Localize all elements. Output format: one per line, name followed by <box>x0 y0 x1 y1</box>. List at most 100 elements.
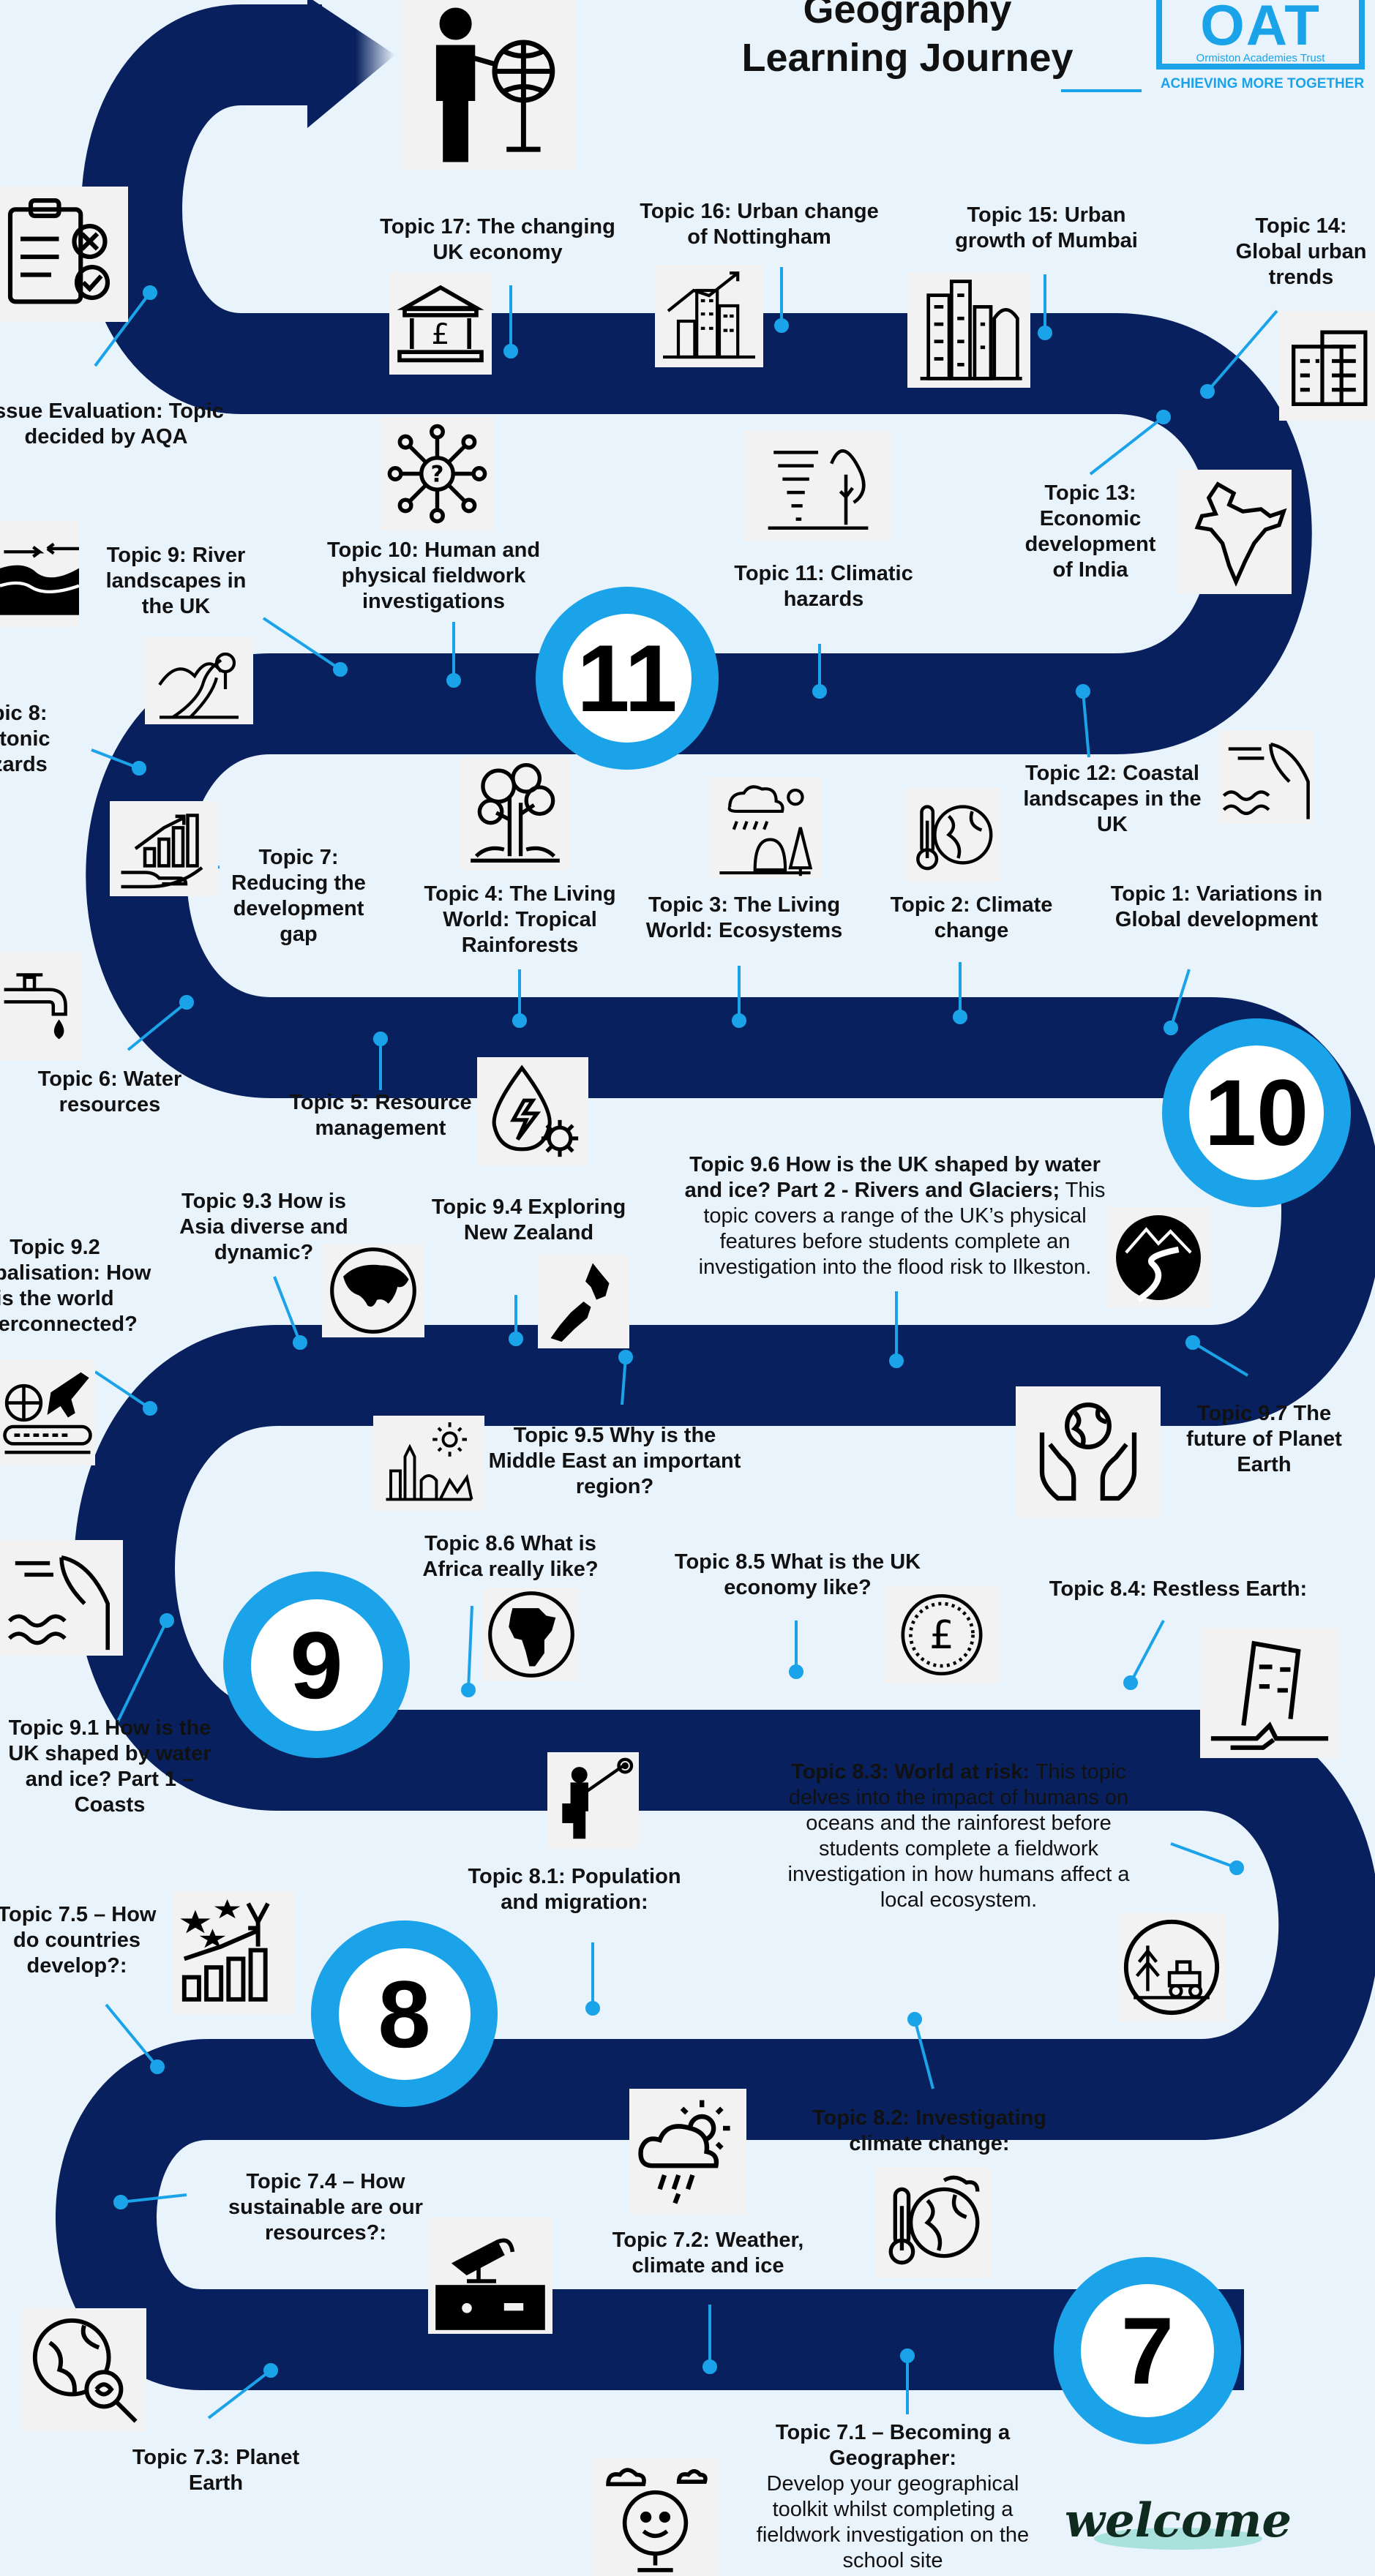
topic-8-3-title: Topic 8.3: World at risk: <box>791 1760 1030 1784</box>
topic-4-label: Topic 4: The Living World: Tropical Rain… <box>424 882 616 957</box>
title-line-1: Geography <box>803 0 1012 31</box>
logo-tagline: ACHIEVING MORE TOGETHER <box>1160 76 1365 91</box>
year-marker-label: 9 <box>250 1599 383 1731</box>
issue-evaluation-label: Issue Evaluation: Topic decided by AQA <box>0 399 224 448</box>
year-marker-9: 9 <box>223 1571 410 1758</box>
year-marker-label: 8 <box>338 1948 471 2080</box>
topic-9-4-label: Topic 9.4 Exploring New Zealand <box>431 1195 626 1244</box>
travel-globe-icon <box>0 1359 95 1465</box>
topic-9-2-label: Topic 9.2 Globalisation: How is the worl… <box>0 1236 151 1336</box>
topic-9-7-label: Topic 9.7 The future of Planet Earth <box>1186 1402 1342 1476</box>
bank-pound-icon: £ <box>389 272 492 375</box>
logo-subtitle: Ormiston Academies Trust <box>1196 52 1325 64</box>
globe-thermometer-icon <box>874 2167 992 2278</box>
year-marker-10: 10 <box>1162 1018 1351 1207</box>
oat-logo: OAT Ormiston Academies Trust <box>1156 0 1365 70</box>
topic-9-6-title: Topic 9.6 How is the UK shaped by water … <box>684 1153 1101 1202</box>
topic-16-label: Topic 16: Urban change of Nottingham <box>640 200 879 249</box>
globe-explorer-icon <box>591 2458 719 2576</box>
africa-map-icon <box>483 1588 580 1681</box>
topic-8-3-label: Topic 8.3: World at risk: This topic del… <box>776 1760 1142 1913</box>
mountain-road-icon <box>1107 1207 1210 1308</box>
india-map-icon <box>1178 470 1292 594</box>
topic-8-1-label: Topic 8.1: Population and migration: <box>468 1865 681 1914</box>
tap-icon <box>0 951 82 1061</box>
growth-hand-icon <box>110 801 218 896</box>
year-marker-11: 11 <box>536 587 719 770</box>
topic-8-6-label: Topic 8.6 What is Africa really like? <box>422 1532 599 1581</box>
globe-thermometer-icon <box>906 788 1001 882</box>
topic-7-5-label: Topic 7.5 – How do countries develop?: <box>0 1903 157 1978</box>
svg-text:?: ? <box>431 461 444 487</box>
topic-7-3-label: Topic 7.3: Planet Earth <box>132 2446 300 2495</box>
road-arrow-head <box>307 0 395 128</box>
deforestation-icon <box>1117 1913 1226 2021</box>
title-line-2: Learning Journey <box>741 36 1074 80</box>
topic-2-label: Topic 2: Climate change <box>890 893 1053 942</box>
tree-icon <box>460 757 571 871</box>
topic-11-label: Topic 11: Climatic hazards <box>734 562 913 611</box>
topic-17-label: Topic 17: The changing UK economy <box>380 215 615 264</box>
topic-7-1-label: Topic 7.1 – Becoming a Geographer: Devel… <box>724 2420 1061 2574</box>
checklist-icon <box>0 187 128 322</box>
topic-8-3-body: This topic delves into the impact of hum… <box>787 1760 1130 1912</box>
globe-magnifier-icon <box>22 2308 146 2431</box>
water-energy-gear-icon <box>477 1057 588 1165</box>
topic-8-5-label: Topic 8.5 What is the UK economy like? <box>674 1550 921 1599</box>
oil-pump-icon <box>428 2217 552 2334</box>
office-building-icon <box>1279 311 1375 421</box>
topic-9-6-body: This topic covers a range of the UK’s ph… <box>698 1179 1106 1279</box>
topic-9-label: Topic 9: River landscapes in the UK <box>105 544 247 618</box>
topic-7-1-body: Develop your geographical toolkit whilst… <box>756 2472 1030 2572</box>
topic-8-2-label: Topic 8.2: Investigating climate change: <box>812 2106 1047 2155</box>
pound-coin-icon: £ <box>884 1586 1000 1683</box>
topic-8-label: Topic 8: Tectonic hazards <box>0 702 50 776</box>
topic-7-2-label: Topic 7.2: Weather, climate and ice <box>612 2228 804 2278</box>
welcome-logo: welcome <box>1064 2493 1292 2548</box>
skyscraper-icon <box>907 272 1030 388</box>
network-question-icon: ? <box>381 417 494 530</box>
topic-1-label: Topic 1: Variations in Global developmen… <box>1110 882 1323 931</box>
migration-person-icon <box>547 1752 639 1849</box>
topic-7-4-label: Topic 7.4 – How sustainable are our reso… <box>228 2170 423 2245</box>
city-growth-icon <box>655 265 763 367</box>
logo-word: OAT <box>1200 0 1321 57</box>
coast-wave-icon <box>0 1540 123 1656</box>
svg-text:£: £ <box>929 1612 954 1658</box>
landscape-river-icon <box>145 637 253 724</box>
development-chart-icon <box>172 1891 295 2014</box>
earthquake-building-icon <box>1200 1628 1339 1758</box>
asia-map-icon <box>322 1244 424 1337</box>
topic-9-5-label: Topic 9.5 Why is the Middle East an impo… <box>488 1424 741 1498</box>
topic-10-label: Topic 10: Human and physical fieldwork i… <box>326 538 541 613</box>
weather-forest-icon <box>708 777 822 878</box>
coast-wave-icon <box>1218 730 1314 824</box>
tornado-icon <box>745 430 891 541</box>
middle-east-skyline-icon <box>373 1416 484 1511</box>
topic-15-label: Topic 15: Urban growth of Mumbai <box>955 203 1138 252</box>
page-title: Geography Learning Journey <box>681 0 1134 82</box>
topic-9-1-label: Topic 9.1 How is the UK shaped by water … <box>8 1716 211 1817</box>
topic-7-label: Topic 7: Reducing the development gap <box>231 846 366 946</box>
road-path <box>56 4 1375 2390</box>
topic-14-label: Topic 14: Global urban trends <box>1235 214 1367 289</box>
topic-7-1-title: Topic 7.1 – Becoming a Geographer: <box>775 2421 1011 2470</box>
year-marker-label: 7 <box>1081 2284 1214 2417</box>
topic-12-label: Topic 12: Coastal landscapes in the UK <box>1023 762 1202 836</box>
welcome-swash <box>1094 2528 1262 2550</box>
topic-9-6-label: Topic 9.6 How is the UK shaped by water … <box>679 1152 1111 1280</box>
topic-5-label: Topic 5: Resource management <box>289 1091 472 1140</box>
topic-9-3-label: Topic 9.3 How is Asia diverse and dynami… <box>179 1190 348 1264</box>
year-marker-8: 8 <box>311 1920 498 2107</box>
year-marker-label: 11 <box>563 614 692 743</box>
topic-13-label: Topic 13: Economic development of India <box>1024 481 1156 582</box>
topic-8-4-label: Topic 8.4: Restless Earth: <box>1049 1577 1308 1601</box>
year-marker-label: 10 <box>1189 1045 1324 1180</box>
topic-6-label: Topic 6: Water resources <box>37 1067 182 1116</box>
topic-3-label: Topic 3: The Living World: Ecosystems <box>645 893 843 942</box>
svg-text:£: £ <box>432 318 450 351</box>
logo-divider <box>1061 89 1142 92</box>
year-marker-7: 7 <box>1054 2257 1241 2444</box>
person-globe-icon <box>402 0 577 170</box>
